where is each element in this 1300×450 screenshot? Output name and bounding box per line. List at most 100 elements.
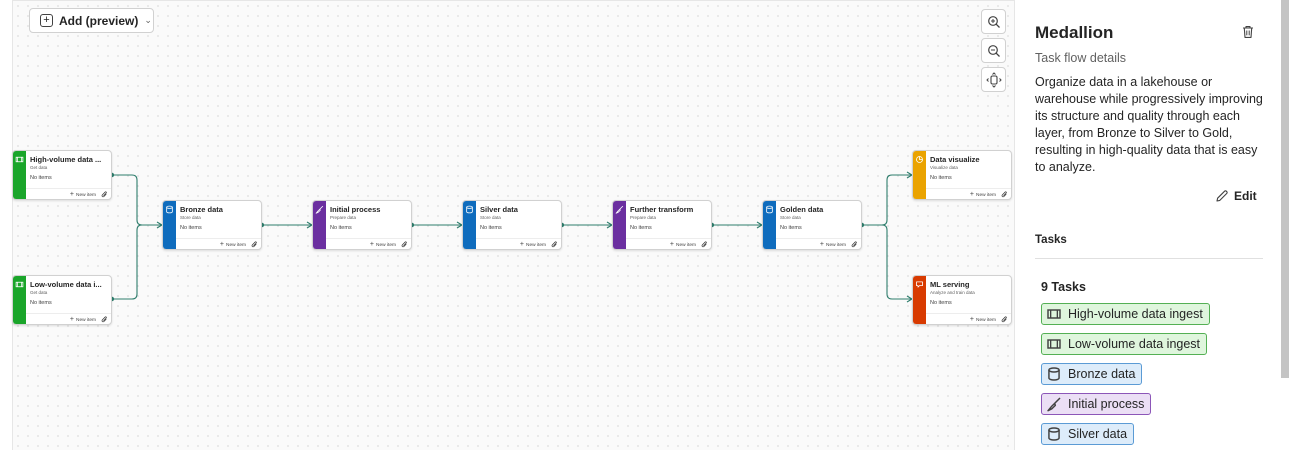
attach-icon[interactable] xyxy=(401,235,408,249)
new-item-label: New item xyxy=(76,192,96,198)
task-node-items: No items xyxy=(780,225,802,231)
task-node-type: Get data xyxy=(30,290,48,295)
new-item-label: New item xyxy=(676,242,696,248)
new-item-button[interactable]: +New item xyxy=(370,241,396,248)
attach-icon[interactable] xyxy=(251,235,258,249)
plus-icon: + xyxy=(369,240,374,248)
task-node-color-bar xyxy=(13,276,26,324)
new-item-button[interactable]: +New item xyxy=(70,316,96,323)
new-item-label: New item xyxy=(976,317,996,323)
database-icon xyxy=(466,205,473,214)
task-node-type: Store data xyxy=(480,215,501,220)
task-node-footer: +New item xyxy=(326,238,411,249)
task-node-ml-serving[interactable]: ML serving Analyze and train data No ite… xyxy=(912,275,1012,325)
task-node-golden-data[interactable]: Golden data Store data No items +New ite… xyxy=(762,200,862,250)
task-node-color-bar xyxy=(463,201,476,249)
chevron-down-icon: ⌄ xyxy=(144,15,152,25)
connector-low-volume-to-bronze xyxy=(112,224,162,300)
attach-icon[interactable] xyxy=(101,185,108,199)
task-node-data-visualize[interactable]: Data visualize Visualize data No items +… xyxy=(912,150,1012,200)
task-chip-label: Silver data xyxy=(1068,427,1128,441)
task-node-footer: +New item xyxy=(26,313,111,324)
new-item-label: New item xyxy=(76,317,96,323)
task-chip-low-volume-ingest[interactable]: Low-volume data ingest xyxy=(1041,333,1208,355)
fit-view-button[interactable] xyxy=(981,67,1006,92)
task-node-items: No items xyxy=(30,175,52,181)
panel-subtitle: Task flow details xyxy=(1035,51,1127,65)
task-chip-silver-data[interactable]: Silver data xyxy=(1041,423,1135,445)
task-chip-label: Low-volume data ingest xyxy=(1068,337,1201,351)
task-node-initial-process[interactable]: Initial process Prepare data No items +N… xyxy=(312,200,412,250)
attach-icon[interactable] xyxy=(851,235,858,249)
task-node-title: Bronze data xyxy=(180,205,223,214)
task-node-silver-data[interactable]: Silver data Store data No items +New ite… xyxy=(462,200,562,250)
database-icon xyxy=(166,205,173,214)
task-node-further-transform[interactable]: Further transform Prepare data No items … xyxy=(612,200,712,250)
new-item-button[interactable]: +New item xyxy=(670,241,696,248)
task-node-title: Low-volume data i... xyxy=(30,280,102,289)
edit-label: Edit xyxy=(1234,189,1257,203)
new-item-label: New item xyxy=(976,192,996,198)
plus-icon: + xyxy=(69,190,74,198)
new-item-button[interactable]: +New item xyxy=(820,241,846,248)
ingest-icon xyxy=(1047,309,1061,319)
plus-icon: + xyxy=(669,240,674,248)
panel-scrollbar[interactable] xyxy=(1281,0,1289,378)
task-node-color-bar xyxy=(913,151,926,199)
plus-icon: + xyxy=(519,240,524,248)
task-node-title: Golden data xyxy=(780,205,824,214)
task-node-title: ML serving xyxy=(930,280,970,289)
task-node-footer: +New item xyxy=(926,313,1011,324)
task-node-bronze-data[interactable]: Bronze data Store data No items +New ite… xyxy=(162,200,262,250)
plus-icon: + xyxy=(69,315,74,323)
new-item-label: New item xyxy=(226,242,246,248)
task-chip-high-volume-ingest[interactable]: High-volume data ingest xyxy=(1041,303,1210,325)
delete-button[interactable] xyxy=(1240,24,1258,42)
chart-icon xyxy=(916,156,923,163)
ingest-icon xyxy=(1047,339,1061,349)
plus-icon: + xyxy=(969,315,974,323)
task-node-items: No items xyxy=(330,225,352,231)
task-node-footer: +New item xyxy=(776,238,861,249)
task-node-type: Store data xyxy=(780,215,801,220)
new-item-button[interactable]: +New item xyxy=(970,191,996,198)
task-node-footer: +New item xyxy=(176,238,261,249)
task-node-color-bar xyxy=(163,201,176,249)
task-node-color-bar xyxy=(13,151,26,199)
attach-icon[interactable] xyxy=(551,235,558,249)
add-preview-button[interactable]: + Add (preview) ⌄ xyxy=(29,8,154,33)
zoom-in-button[interactable] xyxy=(981,9,1006,34)
task-flow-details-panel: Medallion Task flow details Organize dat… xyxy=(1014,0,1288,450)
new-item-button[interactable]: +New item xyxy=(220,241,246,248)
task-node-items: No items xyxy=(480,225,502,231)
brush-icon xyxy=(315,205,324,214)
task-node-items: No items xyxy=(630,225,652,231)
task-node-items: No items xyxy=(930,300,952,306)
task-node-color-bar xyxy=(613,201,626,249)
new-item-button[interactable]: +New item xyxy=(520,241,546,248)
fit-view-icon xyxy=(985,71,1002,88)
attach-icon[interactable] xyxy=(101,310,108,324)
zoom-out-button[interactable] xyxy=(981,38,1006,63)
new-item-button[interactable]: +New item xyxy=(70,191,96,198)
task-node-high-volume-ingest[interactable]: High-volume data ... Get data No items +… xyxy=(12,150,112,200)
task-chip-bronze-data[interactable]: Bronze data xyxy=(1041,363,1143,385)
task-node-footer: +New item xyxy=(626,238,711,249)
task-chip-label: High-volume data ingest xyxy=(1068,307,1203,321)
task-node-footer: +New item xyxy=(476,238,561,249)
task-chip-initial-process[interactable]: Initial process xyxy=(1041,393,1152,415)
brush-icon xyxy=(615,205,624,214)
task-node-type: Analyze and train data xyxy=(930,290,975,295)
attach-icon[interactable] xyxy=(1001,185,1008,199)
pencil-icon xyxy=(1216,190,1228,202)
zoom-out-icon xyxy=(987,44,1000,57)
database-icon xyxy=(1048,427,1060,441)
divider xyxy=(1035,258,1263,259)
task-node-low-volume-ingest[interactable]: Low-volume data i... Get data No items +… xyxy=(12,275,112,325)
add-icon: + xyxy=(40,14,53,27)
edit-button[interactable]: Edit xyxy=(1215,189,1257,203)
attach-icon[interactable] xyxy=(1001,310,1008,324)
attach-icon[interactable] xyxy=(701,235,708,249)
task-node-type: Prepare data xyxy=(630,215,657,220)
new-item-button[interactable]: +New item xyxy=(970,316,996,323)
